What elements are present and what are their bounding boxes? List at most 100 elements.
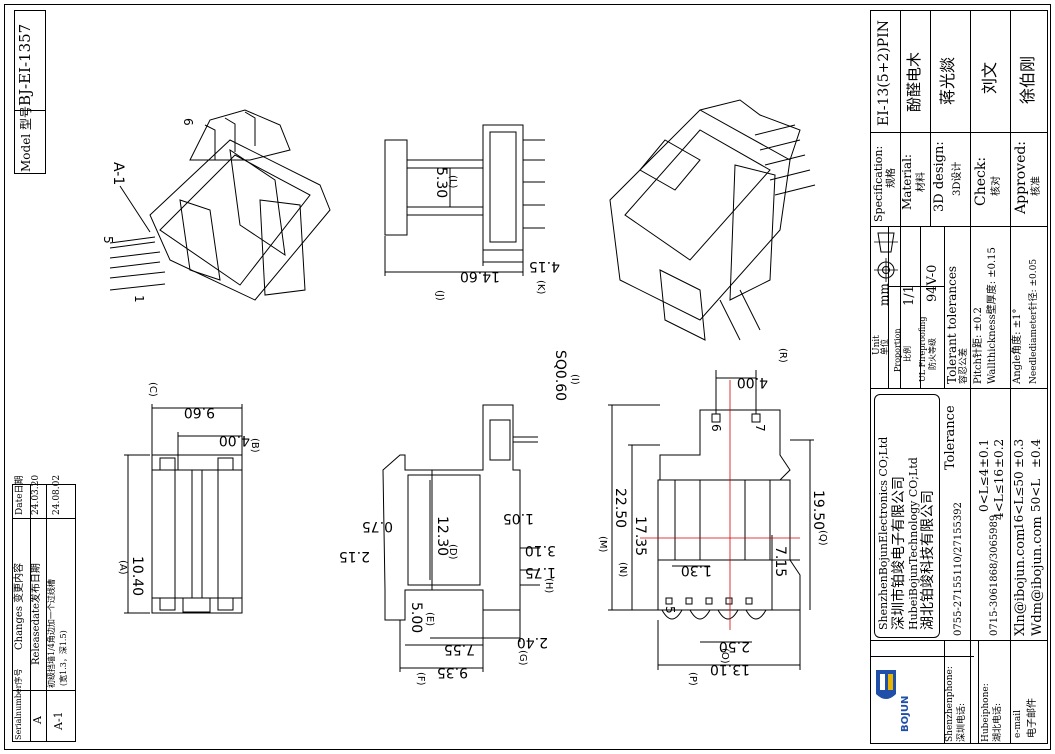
check-value: 刘文 (980, 61, 999, 94)
approved-value: 徐伯刚 (1018, 55, 1037, 104)
pin-6-left: 6 (181, 118, 195, 126)
logo-text: BOJUN (900, 696, 911, 732)
spec-col-4 (1010, 10, 1011, 226)
dim-r: 4.00 (737, 374, 768, 390)
dim-e-letter: (E) (424, 612, 435, 626)
tol-value-1: ±0.1 (977, 438, 991, 468)
dim-d: 12.30 (434, 516, 450, 556)
dim-l: 5.30 (433, 167, 449, 198)
dim-o-letter: (O) (719, 648, 730, 664)
logo-divider (870, 656, 974, 657)
dim-075: 0.75 (362, 518, 393, 534)
hb-phone-label: Hubeiphone: (981, 683, 991, 742)
changes-col-line-2 (12, 518, 76, 519)
material-value: 酚醛电木 (905, 51, 923, 112)
sz-phone-cn: 深圳电话: (957, 702, 967, 742)
model-box (14, 10, 46, 174)
dim-130: 1.30 (681, 562, 712, 578)
model-label-cell (14, 110, 46, 174)
dim-i-letter: (I) (569, 374, 580, 385)
pin-7: 7 (753, 424, 767, 432)
company-divider (870, 640, 1048, 641)
dim-o: 2.50 (719, 638, 750, 654)
spec-col-1 (900, 10, 901, 226)
spec-row-divider (870, 226, 1048, 227)
proportion-value: 1/1 (902, 285, 917, 306)
email-label: e-mail (1013, 709, 1023, 738)
dim-g: 2.40 (517, 634, 548, 650)
tol-range-2: 4<L≤16 (992, 469, 1006, 520)
dim-b-letter: (B) (249, 438, 260, 453)
design-value: 蒋光燚 (938, 56, 957, 105)
design-cn: 3D设计 (952, 161, 963, 196)
dim-105: 1.05 (503, 510, 534, 526)
tolerance-hline (944, 388, 1048, 389)
dim-175: 1.75 (525, 564, 556, 580)
ul-value: 94V-0 (925, 264, 940, 302)
side-section-view (382, 404, 540, 672)
spec-value: EI-13(5+2)PIN (876, 20, 892, 126)
iso-view-left (109, 109, 331, 301)
tol-angle: Angle角度: ±1° (1012, 308, 1023, 384)
dim-h-letter: (H) (543, 578, 554, 593)
dim-j: 14.60 (460, 268, 500, 284)
changes-row-line-2 (46, 484, 47, 742)
label-a1: A-1 (110, 162, 126, 185)
unit-col-c (920, 226, 921, 388)
dim-b: 4.00 (219, 432, 250, 448)
projection-symbol-icon (874, 232, 898, 282)
dim-k: 4.15 (529, 258, 560, 274)
unit-col-e (970, 226, 971, 744)
dim-q: 19.50 (810, 490, 826, 530)
tol-range-1: 0<L≤4 (977, 468, 991, 512)
approved-label: Approved: (1013, 140, 1029, 214)
side-view-top (384, 124, 545, 276)
unit-col-f (1010, 226, 1011, 744)
spec-label-line (870, 132, 1048, 133)
tol-value-4: ±0.4 (1029, 438, 1043, 468)
bojun-logo-icon: BOJUN (876, 670, 911, 732)
company-vline-3 (1010, 640, 1011, 744)
material-cn: 材料 (916, 172, 927, 192)
check-cn: 核对 (991, 176, 1002, 196)
bottom-view (608, 370, 814, 670)
dim-c: 9.60 (184, 404, 215, 420)
dim-n-letter: (N) (617, 562, 628, 577)
spec-cn: 规格 (886, 168, 897, 188)
tol-range-3: 16<L≤50 (1012, 471, 1026, 530)
dim-f-letter: (F) (415, 672, 426, 686)
dim-p: 13.10 (710, 661, 750, 677)
pin-5-bottom: 5 (663, 606, 677, 614)
dim-310: 3.10 (525, 542, 556, 558)
email-cn: 电子邮件 (1027, 698, 1038, 738)
ul-cn: 防火等级 (928, 338, 937, 370)
check-label: Check: (973, 156, 989, 206)
dim-l-letter: (L) (447, 175, 458, 188)
ul-label: UL Fireproofing (918, 316, 927, 382)
title-block (870, 10, 1048, 744)
tolerance-cn: 容忍公差 (959, 347, 969, 384)
dim-a-letter: (A) (117, 560, 128, 575)
tol-wall: Wallthickness壁厚度: ±0.15 (987, 247, 998, 384)
dim-715: 7.15 (772, 546, 788, 577)
sz-phone: 0755-27155110/27155392 (953, 502, 964, 636)
email-2: Wdm@ibojun.com (1030, 516, 1045, 636)
tolerance-label: Tolerant tolerances (945, 265, 959, 384)
dim-m-letter: (M) (597, 536, 608, 553)
design-label: 3D design: (932, 141, 947, 212)
front-view (124, 404, 243, 614)
unit-col-a (888, 226, 889, 388)
tol-pitch: Pitch针距: ±0.2 (973, 307, 984, 384)
company-hb-cn: 湖北铂竣科技有限公司 (920, 490, 936, 630)
tol-needle: Needlediameter针径: ±0.05 (1029, 258, 1039, 384)
changes-col-line-1 (12, 690, 76, 691)
dim-r-letter: (R) (777, 348, 788, 363)
drawing-frame (4, 4, 1051, 750)
dim-g-letter: (G) (517, 650, 528, 666)
dim-j-letter: (J) (434, 290, 445, 301)
center-lines (640, 380, 800, 630)
tol-value-3: ±0.3 (1012, 438, 1026, 468)
changes-row-line-1 (30, 484, 31, 742)
tol-range-4: 50<L (1029, 478, 1043, 512)
proportion-cn: 比例 (903, 346, 912, 362)
